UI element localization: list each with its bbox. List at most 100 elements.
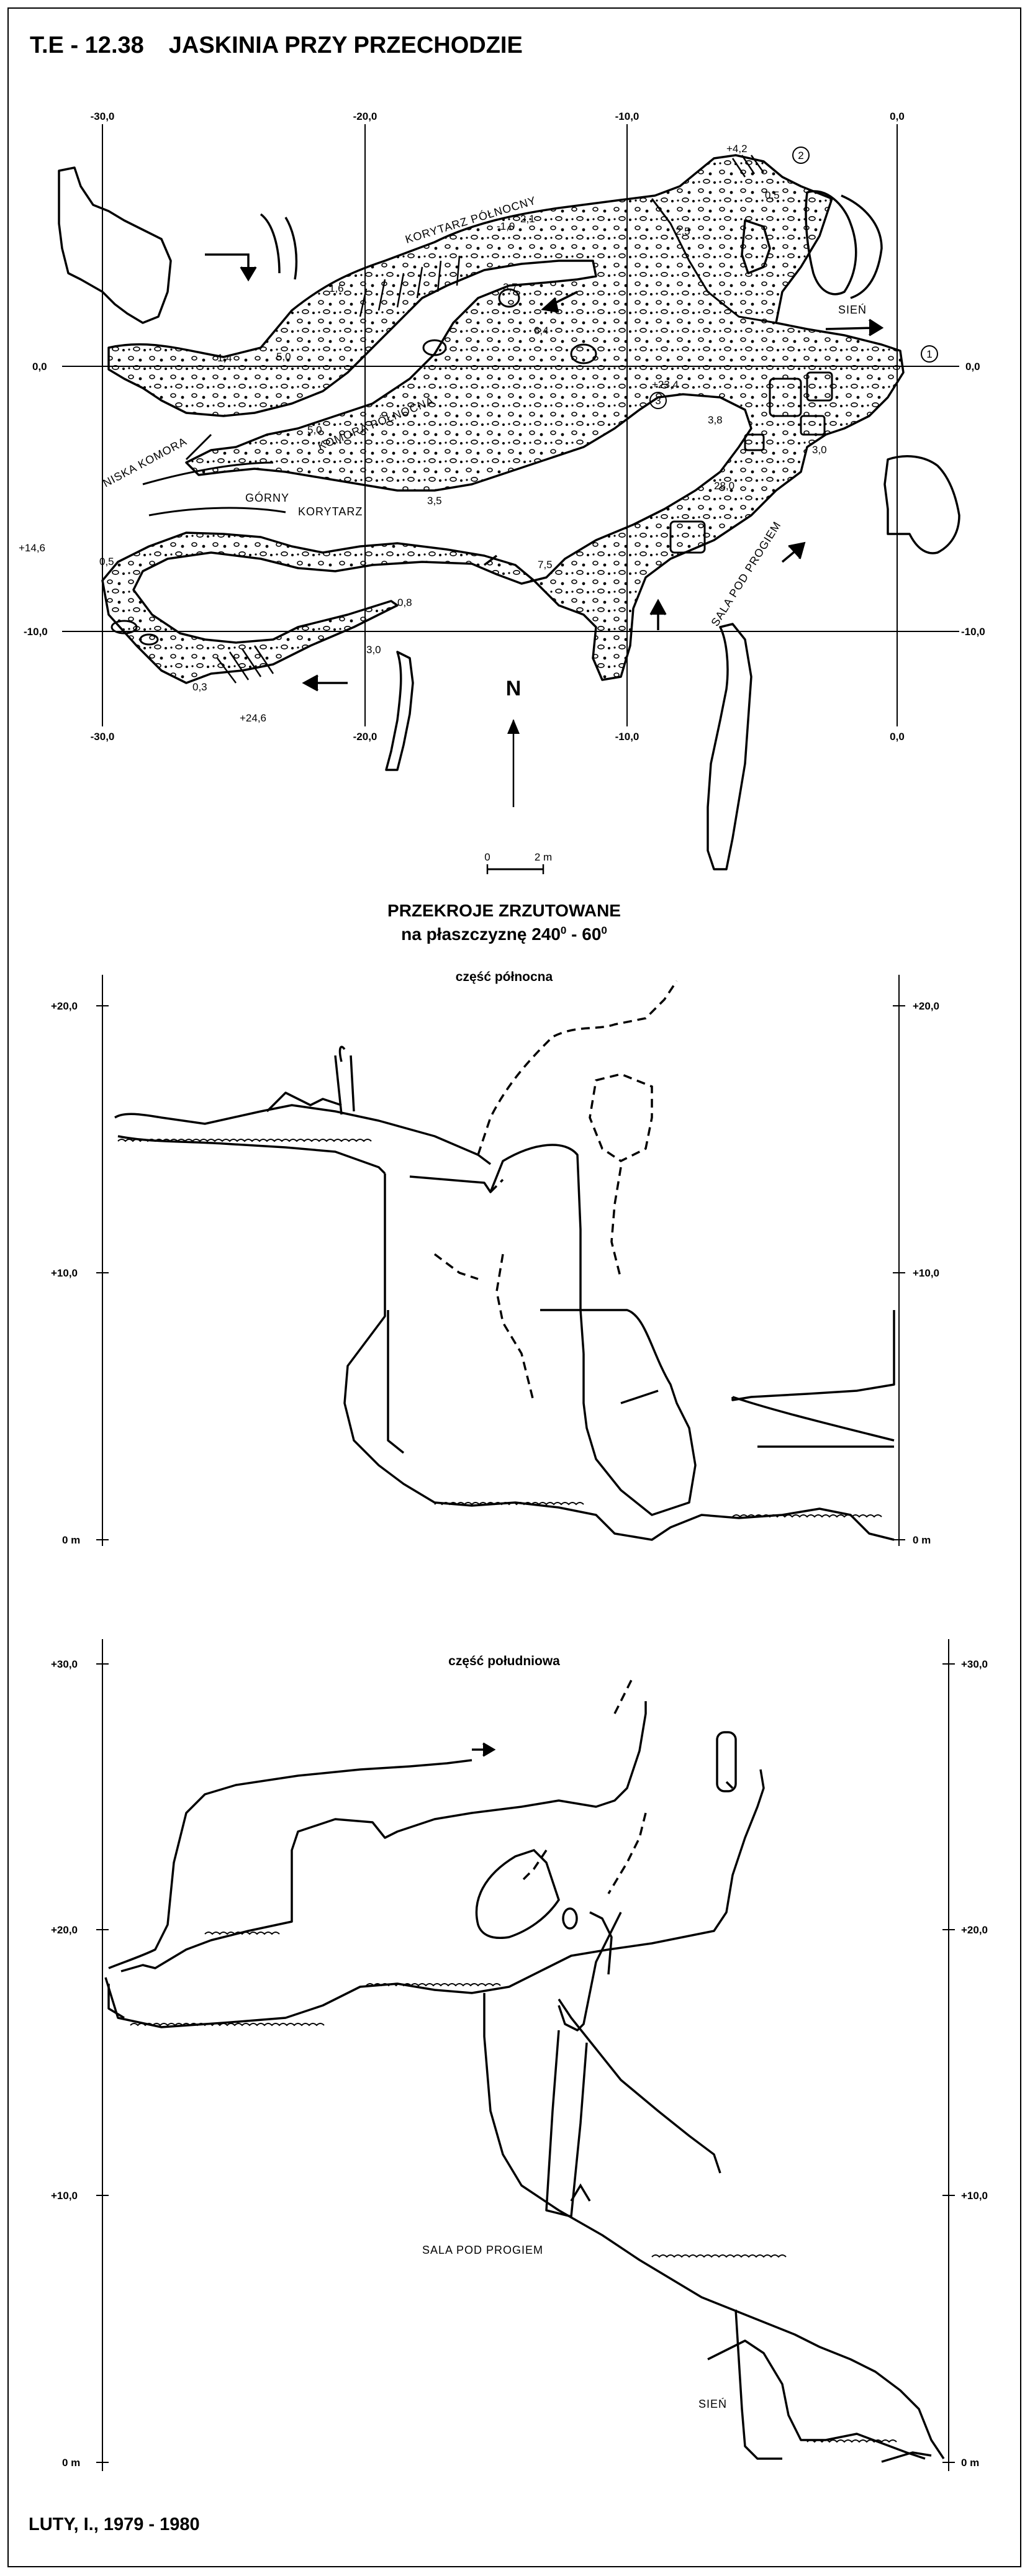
elevation-label: 1,6 [329,282,344,294]
plan-entrance-markers: 1 2 3 [649,147,938,409]
sections-subtitle-mid: - 60 [566,924,601,944]
elevation-label: 2,5 [675,225,690,237]
elevation-label: +23,4 [652,379,679,391]
plan-cave-outline [101,154,905,684]
elevation-label: 7,5 [538,559,553,571]
elevation-label: 0,8 [397,597,412,608]
section-north-tick-right: 0 m [913,1534,931,1546]
plan-x-tick-top: -30,0 [91,111,115,122]
plan-x-tick-top: -20,0 [353,111,377,122]
room-label-korytarz: KORYTARZ [298,505,363,518]
section-south-features [472,1731,932,2463]
entrance-marker-1-text: 1 [926,348,932,360]
section-north-tick-right: +20,0 [913,1000,939,1012]
plan-x-tick-top: 0,0 [890,111,905,122]
plan-x-tick-bottom: -10,0 [615,731,639,743]
plan-slope-hatching [217,155,765,684]
scale-bar: 0 2 m [484,851,552,874]
elevation-label: +24,6 [240,712,266,724]
section-north-tick-left: 0 m [62,1534,80,1546]
degree-mark: 0 [561,924,566,936]
plan-view: -30,0 -20,0 -10,0 0,0 -30,0 -20,0 -10,0 … [19,111,985,874]
elevation-label: 3,0 [366,644,381,656]
plan-x-tick-bottom: 0,0 [890,731,905,743]
section-south-axes [96,1639,955,2471]
section-north-dashed-profile [433,980,678,1404]
north-arrow: N [506,677,522,807]
degree-mark: 0 [601,924,607,936]
entrance-marker-1 [921,345,938,363]
room-label-gorny: GÓRNY [245,491,289,504]
section-south-tick-left: +30,0 [51,1658,78,1670]
entrance-marker-3 [649,392,667,409]
plan-x-tick-bottom: -20,0 [353,731,377,743]
section-north-tick-left: +10,0 [51,1267,78,1279]
room-label-niska-komora: NISKA KOMORA [101,435,189,489]
cave-code: T.E - 12.38 [30,32,144,58]
elevation-label: 28,0 [714,480,734,492]
elevation-label: 0,5 [765,189,780,201]
elevation-label: -1,0 [497,220,515,232]
elevation-label: +14,6 [19,542,45,554]
plan-y-tick-left: 0,0 [32,361,47,373]
entrance-marker-3-text: 3 [655,395,661,407]
section-north-profile [114,1046,895,1541]
section-south-tick-left: 0 m [62,2457,80,2469]
section-south-room-sien: SIEŃ [698,2398,727,2410]
plan-x-tick-top: -10,0 [615,111,639,122]
entrance-marker-2-text: 2 [798,150,803,161]
section-south-room-sala: SALA POD PROGIEM [422,2244,543,2256]
plan-x-tick-bottom: -30,0 [91,731,115,743]
north-label: N [506,677,522,700]
section-north-tick-left: +20,0 [51,1000,78,1012]
section-north-floor-rubble [117,1139,882,1518]
scale-length: 2 m [535,851,552,863]
elevation-label: 6,4 [534,325,549,337]
elevation-label: 2,1 [520,213,535,225]
elevation-label: 3,5 [427,495,442,507]
sections-subtitle: na płaszczyznę 2400 - 600 [401,924,607,944]
author-credit: LUTY, I., 1979 - 1980 [29,2515,200,2534]
section-north-label: część północna [456,970,553,984]
plan-y-tick-left: -10,0 [24,626,48,638]
section-south-tick-left: +20,0 [51,1924,78,1936]
sections-subtitle-prefix: na płaszczyznę 240 [401,924,561,944]
section-south-tick-right: 0 m [961,2457,979,2469]
section-south-tick-left: +10,0 [51,2190,78,2202]
elevation-label: 5,0 [276,351,291,363]
plan-side-features [58,166,960,870]
elevation-label: 3,8 [708,414,723,426]
section-north-axes [96,975,905,1546]
section-south: część południowa +30,0 +20,0 +10,0 0 m +… [51,1639,988,2471]
plan-y-tick-right: 0,0 [965,361,980,373]
section-south-dashed-profile [520,1676,647,1894]
elevation-label: 0,3 [192,681,207,693]
section-south-tick-right: +20,0 [961,1924,988,1936]
sections-title: PRZEKROJE ZRZUTOWANE [387,901,621,920]
plan-boulders [111,288,833,646]
plan-y-tick-right: -10,0 [961,626,985,638]
section-north-tick-right: +10,0 [913,1267,939,1279]
plan-elevations: +4,2 0,5 -1,0 2,1 2,5 1,6 3,7 6,4 1,4 5,… [19,143,827,724]
section-south-tick-right: +30,0 [961,1658,988,1670]
section-south-label: część południowa [448,1654,560,1668]
sheet-border [7,7,1021,2567]
room-label-sien: SIEŃ [838,304,867,316]
plan-arrows [205,253,884,692]
section-south-floor-rubble [130,1932,897,2443]
scale-zero: 0 [484,851,490,863]
section-north: część północna +20,0 +10,0 0 m +20,0 +10… [51,970,939,1546]
plan-axis-labels: -30,0 -20,0 -10,0 0,0 -30,0 -20,0 -10,0 … [24,111,985,743]
elevation-label: +4,2 [726,143,748,155]
elevation-label: 0,5 [99,556,114,567]
elevation-label: 3,0 [812,444,827,456]
sections-header: PRZEKROJE ZRZUTOWANE na płaszczyznę 2400… [387,901,621,944]
entrance-marker-2 [792,147,810,164]
elevation-label: 3,7 [503,281,518,293]
section-south-tick-right: +10,0 [961,2190,988,2202]
section-south-profile [104,1701,945,2460]
elevation-label: 1,4 [217,352,232,364]
